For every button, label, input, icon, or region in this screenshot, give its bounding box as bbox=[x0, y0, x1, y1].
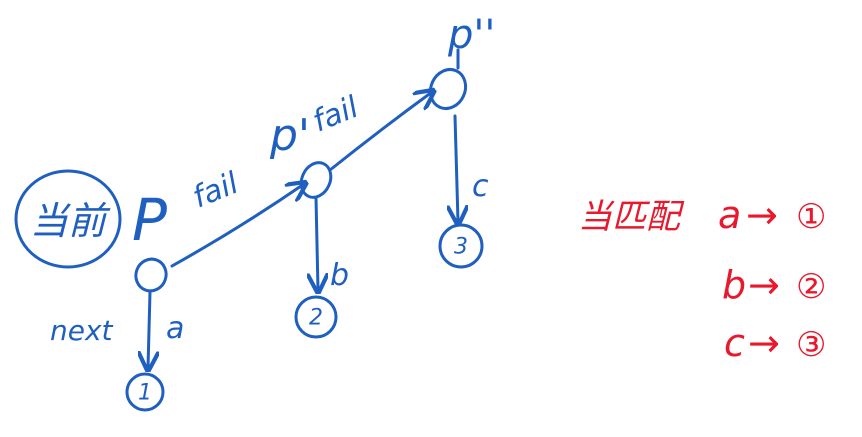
node-1 bbox=[125, 372, 165, 412]
node-p-prime bbox=[299, 161, 333, 199]
fail-edge-1 bbox=[170, 184, 304, 268]
node-3-label: 3 bbox=[454, 235, 468, 260]
current-label-group: 当前 bbox=[14, 169, 122, 269]
legend-row-a-target: ① bbox=[796, 197, 826, 237]
node-p-double-prime-label: p'' bbox=[447, 12, 495, 58]
legend-row-b-arrow: → bbox=[748, 263, 780, 307]
next-edge-a-label: a bbox=[166, 311, 184, 346]
node-1-label: 1 bbox=[138, 381, 152, 406]
next-edge-b-label: b bbox=[330, 258, 349, 293]
legend-row-a-arrow: → bbox=[746, 193, 778, 237]
legend-row-b-char: b bbox=[722, 263, 746, 307]
node-2 bbox=[294, 295, 338, 339]
next-edge-c bbox=[455, 114, 458, 222]
node-2-label: 2 bbox=[309, 306, 323, 331]
current-label: 当前 bbox=[30, 199, 111, 243]
next-edge-a bbox=[148, 290, 150, 368]
node-p-double-prime bbox=[428, 68, 468, 110]
node-p-label: P bbox=[132, 186, 167, 254]
legend-row-c-char: c bbox=[724, 321, 745, 365]
next-edge-c-label: c bbox=[472, 169, 489, 204]
legend-row-a-char: a bbox=[718, 193, 741, 237]
legend-row-c-arrow: → bbox=[748, 321, 780, 365]
fail-edge-1-label: fail bbox=[188, 166, 244, 216]
current-label-circle bbox=[14, 169, 122, 269]
legend-row-b-target: ② bbox=[796, 267, 826, 307]
next-edge-b bbox=[316, 196, 318, 290]
legend-row-c-target: ③ bbox=[796, 325, 826, 365]
node-p bbox=[134, 257, 168, 293]
node-3 bbox=[438, 223, 484, 269]
match-legend: 当匹配 a → ① b → ② c → ③ bbox=[578, 193, 826, 365]
node-p-prime-label: p' bbox=[269, 110, 310, 161]
fail-edge-2-label: fail bbox=[308, 90, 364, 140]
next-label: next bbox=[50, 314, 114, 347]
legend-prefix: 当匹配 bbox=[578, 197, 685, 237]
fail-edge-2 bbox=[328, 92, 432, 172]
